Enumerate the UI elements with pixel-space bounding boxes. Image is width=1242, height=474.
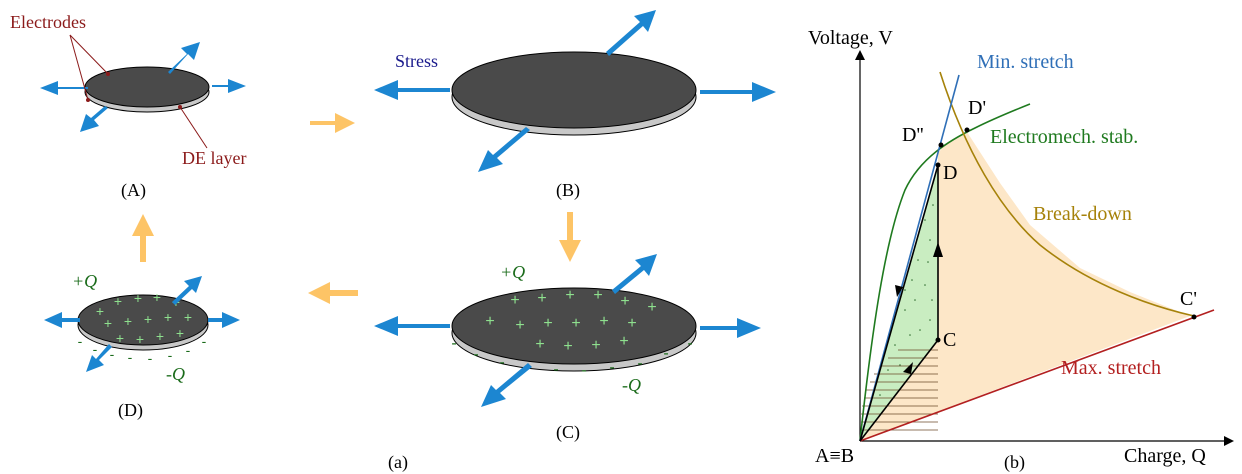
minus-q-label-d: -Q — [166, 364, 185, 384]
flow-arrow-b-to-c — [559, 212, 581, 262]
electrodes-label: Electrodes — [10, 12, 86, 32]
disk-c — [451, 287, 697, 372]
minus-charge: - — [637, 355, 642, 372]
plus-charge: + — [593, 287, 602, 304]
breakdown-curve — [939, 71, 1195, 317]
minus-charge: - — [148, 350, 153, 366]
flow-arrow-a-to-b — [310, 113, 355, 133]
plus-charge: + — [144, 311, 152, 327]
point-d-prime-label: D' — [968, 97, 986, 119]
minus-q-label-c: -Q — [622, 375, 641, 395]
state-c-label: (C) — [556, 422, 580, 443]
plus-charge: + — [591, 337, 600, 354]
minus-charge: - — [581, 362, 586, 379]
flow-arrow-c-to-d — [308, 282, 358, 304]
minus-charge: - — [110, 346, 115, 362]
minus-charge: - — [93, 341, 98, 357]
plus-charge: + — [184, 309, 192, 325]
electromech-stab-curve — [859, 103, 1031, 442]
minus-charge: - — [553, 361, 558, 378]
work-region-stipple — [879, 204, 934, 396]
plus-charge: + — [116, 330, 124, 346]
max-stretch-line — [859, 309, 1215, 442]
plus-charge: + — [571, 315, 580, 332]
cycle-arrow-bc — [903, 362, 913, 374]
min-stretch-label: Min. stretch — [977, 51, 1074, 73]
panel-a: Electrodes DE layer (A) Stress (B) +++++… — [10, 10, 776, 473]
minus-charge: - — [451, 335, 456, 352]
plus-charge: + — [599, 313, 608, 330]
plus-charge: + — [114, 293, 122, 309]
minus-charge: - — [128, 349, 133, 365]
x-axis-label: Charge, Q — [1124, 445, 1206, 467]
plus-charge: + — [535, 336, 544, 353]
electromech-stab-label: Electromech. stab. — [990, 126, 1138, 148]
minus-charge: - — [663, 345, 668, 362]
plus-charge: + — [176, 325, 184, 341]
minus-charge: - — [202, 333, 207, 349]
breakdown-region-fill — [860, 132, 1190, 441]
plus-charge: + — [104, 315, 112, 331]
minus-charges-d: -------- — [78, 333, 207, 366]
plus-charge: + — [124, 313, 132, 329]
panel-a-caption: (a) — [388, 452, 408, 473]
electrode-callouts — [69, 34, 208, 149]
plus-charge: + — [153, 289, 161, 305]
plus-charge: + — [485, 313, 494, 330]
panel-b: Voltage, V Charge, Q A≡B Min. stretch El… — [808, 27, 1234, 473]
plus-charge: + — [537, 290, 546, 307]
minus-charge: - — [473, 346, 478, 363]
origin-label: A≡B — [815, 445, 854, 467]
minus-charge: - — [186, 342, 191, 358]
plus-q-label-d: +Q — [72, 271, 97, 291]
breakdown-label: Break-down — [1033, 203, 1132, 225]
disk-a — [84, 66, 210, 113]
plus-charge: + — [619, 333, 628, 350]
disk-b — [451, 51, 697, 136]
plus-charge: + — [515, 317, 524, 334]
de-layer-label: DE layer — [182, 148, 246, 168]
y-axis-label: Voltage, V — [808, 27, 893, 49]
plus-charge: + — [565, 287, 574, 304]
point-d-label: D — [943, 162, 957, 184]
stress-arrows-a — [40, 42, 246, 132]
point-c-prime-label: C' — [1180, 288, 1197, 310]
plus-charge: + — [96, 303, 104, 319]
plus-charge: + — [156, 328, 164, 344]
plus-charge: + — [620, 293, 629, 310]
plus-q-label-c: +Q — [500, 262, 525, 282]
cycle-arrow-da — [895, 285, 903, 297]
state-d-label: (D) — [118, 400, 143, 421]
state-a-label: (A) — [121, 180, 146, 201]
plus-charge: + — [510, 292, 519, 309]
panel-b-caption: (b) — [1004, 452, 1025, 473]
flow-arrow-d-to-a — [132, 214, 154, 262]
max-stretch-label: Max. stretch — [1061, 357, 1161, 379]
stress-label: Stress — [395, 51, 438, 71]
minus-charge: - — [609, 359, 614, 376]
plus-charge: + — [563, 338, 572, 355]
plus-charge: + — [164, 309, 172, 325]
curve-points — [935, 127, 1197, 343]
plus-charge: + — [647, 299, 656, 316]
plus-charge: + — [543, 315, 552, 332]
stress-arrows-d — [44, 276, 240, 372]
minus-charge: - — [687, 335, 692, 352]
point-c-label: C — [943, 329, 956, 351]
state-b-label: (B) — [556, 180, 580, 201]
cycle-arrow-cd — [933, 242, 943, 257]
minus-charge: - — [499, 354, 504, 371]
stress-arrows-c — [374, 254, 761, 407]
plus-charge: + — [136, 331, 144, 347]
stress-arrows-b — [374, 10, 776, 172]
plus-charges-c: ++++++++++++++++ — [485, 287, 656, 355]
minus-charge: - — [78, 333, 83, 349]
point-d-double-prime-label: D'' — [902, 124, 924, 146]
plus-charge: + — [627, 315, 636, 332]
minus-charge: - — [168, 347, 173, 363]
plus-charge: + — [134, 290, 142, 306]
